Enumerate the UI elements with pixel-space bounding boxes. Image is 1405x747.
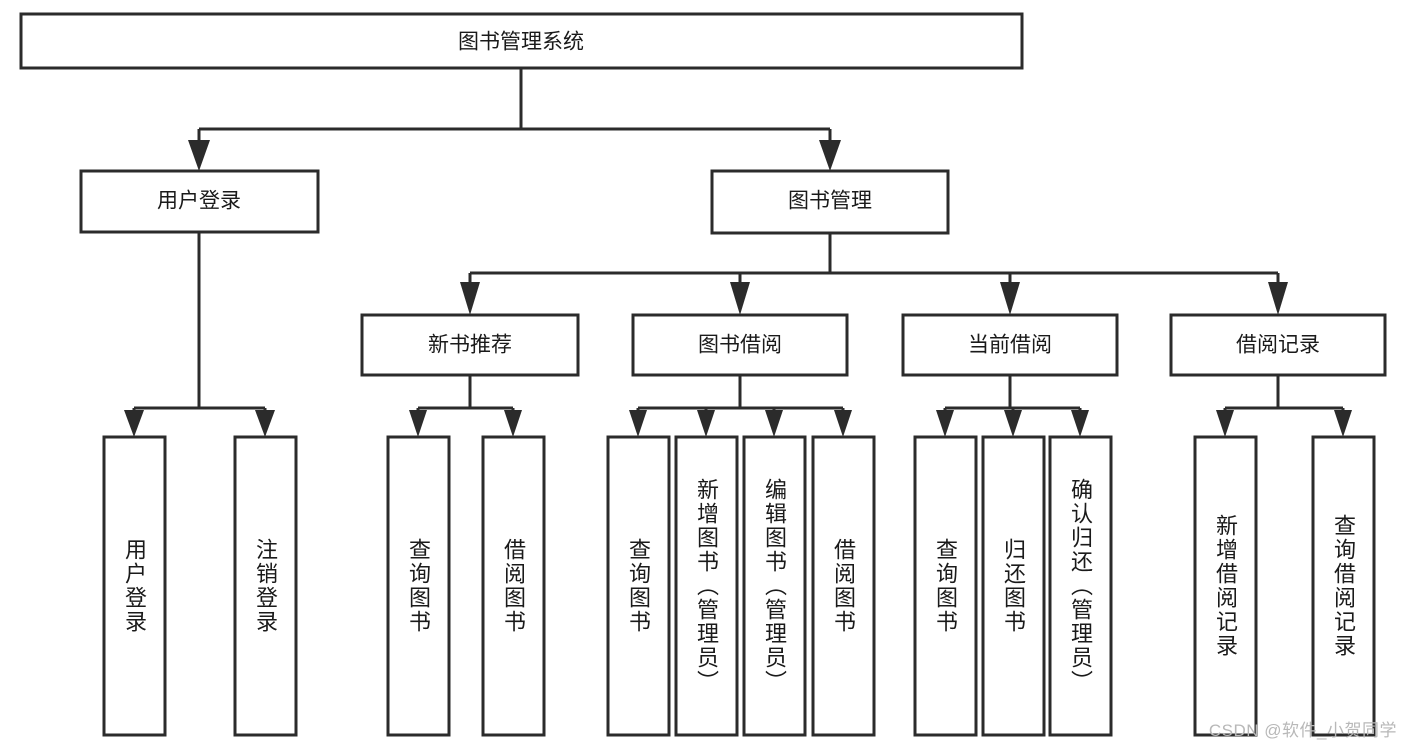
arrow-head-icon [936, 410, 954, 437]
node-new-book-recommend[interactable]: 新书推荐 [360, 313, 580, 377]
leaf-box[interactable] [606, 435, 671, 737]
leaf-box[interactable] [386, 435, 451, 737]
arrow-head-icon [1000, 282, 1020, 315]
node-book-management[interactable]: 图书管理 [710, 169, 950, 235]
node-box [1169, 313, 1387, 377]
leaf-box[interactable] [481, 435, 546, 737]
leaf-box[interactable] [742, 435, 807, 737]
leaf-boxes-current-borrow [913, 435, 1113, 737]
node-book-management-label: 图书管理 [788, 190, 872, 213]
arrow-head-icon [460, 282, 480, 315]
node-box [901, 313, 1119, 377]
leaf-boxes-new-book-recommend [386, 435, 546, 737]
node-borrow-record-label: 借阅记录 [1236, 334, 1320, 357]
node-user-login-label: 用户登录 [157, 190, 241, 213]
arrow-head-icon [1071, 410, 1089, 437]
connectors-bookborrow-to-leaves [629, 375, 852, 437]
arrow-head-icon [1216, 410, 1234, 437]
connectors-currentborrow-to-leaves [936, 375, 1089, 437]
arrow-head-icon [765, 410, 783, 437]
leaf-box[interactable] [811, 435, 876, 737]
arrow-head-icon [188, 140, 210, 171]
node-current-borrow-label: 当前借阅 [968, 334, 1052, 357]
arrow-head-icon [730, 282, 750, 315]
leaf-box[interactable] [981, 435, 1046, 737]
leaf-box[interactable] [674, 435, 739, 737]
arrow-head-icon [834, 410, 852, 437]
leaf-box[interactable] [102, 435, 167, 737]
connectors-root-to-level2 [188, 68, 841, 171]
connectors-borrowrecord-to-leaves [1216, 375, 1352, 437]
node-box [710, 169, 950, 235]
node-root-label: 图书管理系统 [458, 31, 584, 54]
arrow-head-icon [124, 410, 144, 437]
node-book-borrow[interactable]: 图书借阅 [631, 313, 849, 377]
node-book-borrow-label: 图书借阅 [698, 334, 782, 357]
arrow-head-icon [255, 410, 275, 437]
leaf-boxes-book-borrow [606, 435, 876, 737]
node-borrow-record[interactable]: 借阅记录 [1169, 313, 1387, 377]
arrow-head-icon [629, 410, 647, 437]
connectors-bookmgmt-to-level3 [460, 233, 1288, 315]
node-new-book-recommend-label: 新书推荐 [428, 334, 512, 357]
leaf-box[interactable] [1048, 435, 1113, 737]
node-current-borrow[interactable]: 当前借阅 [901, 313, 1119, 377]
leaf-boxes-user-login [102, 435, 298, 737]
node-box [631, 313, 849, 377]
arrow-head-icon [1268, 282, 1288, 315]
arrow-head-icon [504, 410, 522, 437]
leaf-box[interactable] [233, 435, 298, 737]
node-box [79, 169, 320, 234]
arrow-head-icon [819, 140, 841, 171]
leaf-box[interactable] [913, 435, 978, 737]
arrow-head-icon [409, 410, 427, 437]
arrow-head-icon [1334, 410, 1352, 437]
node-user-login[interactable]: 用户登录 [79, 169, 320, 234]
leaf-box[interactable] [1193, 435, 1258, 737]
connectors-newbook-to-leaves [409, 375, 522, 437]
arrow-head-icon [1004, 410, 1022, 437]
node-root-book-management-system[interactable]: 图书管理系统 [19, 12, 1024, 70]
connectors-userlogin-to-leaves [124, 232, 275, 437]
arrow-head-icon [697, 410, 715, 437]
node-box [360, 313, 580, 377]
watermark: CSDN @软件_小贺同学 [1208, 721, 1397, 740]
leaf-box[interactable] [1311, 435, 1376, 737]
leaf-boxes-borrow-record [1193, 435, 1376, 737]
node-box [19, 12, 1024, 70]
